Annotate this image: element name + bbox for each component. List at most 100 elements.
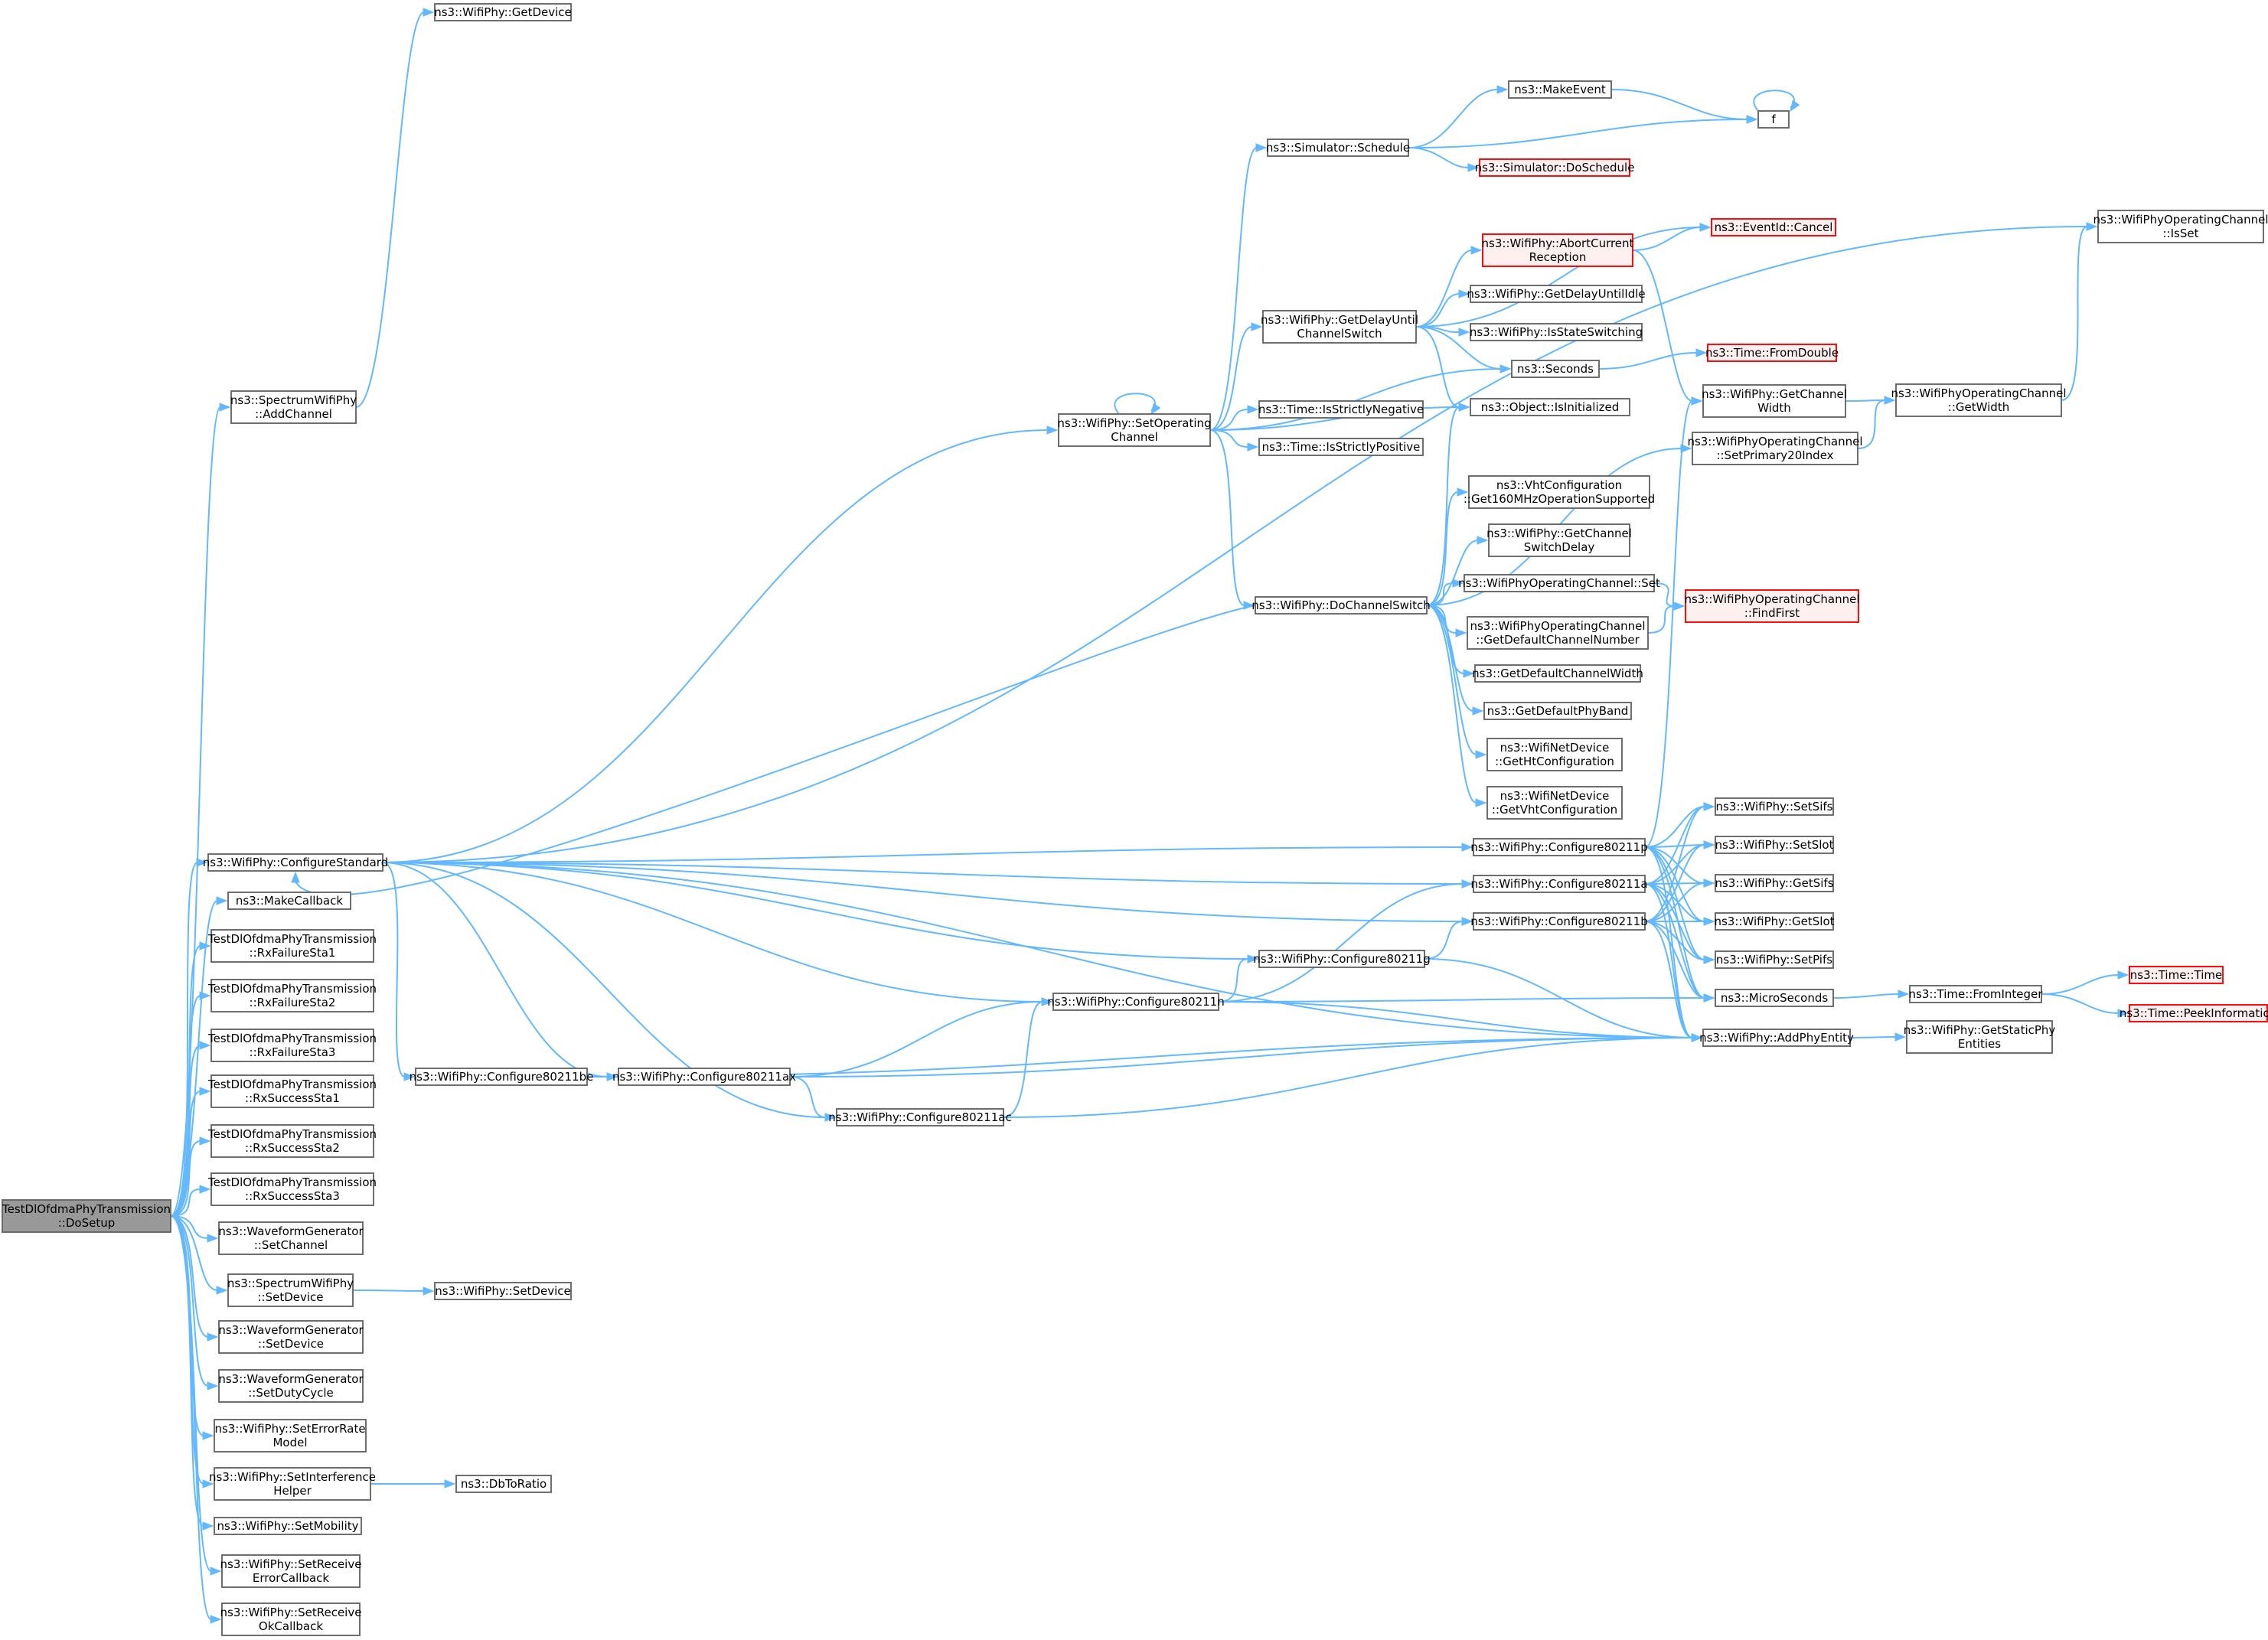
node-opIsSet[interactable]: ns3::WifiPhyOperatingChannel::IsSet: [2093, 210, 2268, 243]
node-microSeconds[interactable]: ns3::MicroSeconds: [1715, 989, 1834, 1007]
edge-configStd-to-cfg80211g: [382, 862, 1259, 963]
node-fromInteger[interactable]: ns3::Time::FromInteger: [1909, 985, 2044, 1003]
node-strictPos[interactable]: ns3::Time::IsStrictlyPositive: [1258, 438, 1424, 456]
node-label: TestDlOfdmaPhyTransmission: [207, 982, 377, 996]
node-box: [1715, 950, 1834, 969]
node-getVhtConf[interactable]: ns3::WifiNetDevice::GetVhtConfiguration: [1486, 786, 1623, 820]
node-configStd[interactable]: ns3::WifiPhy::ConfigureStandard: [203, 853, 388, 872]
node-label: Channel: [1111, 430, 1158, 444]
node-dbToRatio[interactable]: ns3::DbToRatio: [455, 1475, 552, 1493]
node-label: ns3::WifiPhy::SetReceive: [220, 1606, 362, 1619]
node-wpSetDevice[interactable]: ns3::WifiPhy::SetDevice: [434, 1282, 572, 1300]
node-spAddChannel[interactable]: ns3::SpectrumWifiPhy::AddChannel: [230, 390, 357, 424]
node-getSifs[interactable]: ns3::WifiPhy::GetSifs: [1715, 874, 1834, 892]
node-getSlot[interactable]: ns3::WifiPhy::GetSlot: [1714, 912, 1835, 931]
node-cfg80211be[interactable]: ns3::WifiPhy::Configure80211be: [410, 1068, 594, 1086]
node-box: [210, 929, 374, 963]
node-rxSucc3[interactable]: TestDlOfdmaPhyTransmission::RxSuccessSta…: [207, 1172, 377, 1206]
node-cfg80211g[interactable]: ns3::WifiPhy::Configure80211g: [1253, 950, 1431, 968]
node-label: TestDlOfdmaPhyTransmission: [207, 932, 377, 946]
node-opSet[interactable]: ns3::WifiPhyOperatingChannel::Set: [1458, 574, 1660, 592]
node-cfg80211p[interactable]: ns3::WifiPhy::Configure80211p: [1470, 838, 1648, 856]
node-label: ::SetPrimary20Index: [1716, 448, 1833, 462]
edge-cfg80211ac-to-cfg80211n: [1003, 997, 1053, 1118]
node-label: TestDlOfdmaPhyTransmission: [207, 1078, 377, 1091]
node-rxFail1[interactable]: TestDlOfdmaPhyTransmission::RxFailureSta…: [207, 929, 377, 963]
node-wgSetDevice[interactable]: ns3::WaveformGenerator::SetDevice: [218, 1320, 364, 1354]
node-label: ::GetWidth: [1948, 400, 2009, 414]
node-getDefChanNum[interactable]: ns3::WifiPhyOperatingChannel::GetDefault…: [1467, 616, 1649, 650]
node-getHtConf[interactable]: ns3::WifiNetDevice::GetHtConfiguration: [1486, 738, 1623, 771]
node-setMobility[interactable]: ns3::WifiPhy::SetMobility: [214, 1517, 362, 1535]
node-cfg80211a[interactable]: ns3::WifiPhy::Configure80211a: [1470, 875, 1648, 893]
node-doSchedule[interactable]: ns3::Simulator::DoSchedule: [1475, 158, 1635, 177]
node-seconds[interactable]: ns3::Seconds: [1511, 360, 1600, 378]
node-label: ns3::WifiPhy::GetSifs: [1715, 876, 1833, 890]
node-strictNeg[interactable]: ns3::Time::IsStrictlyNegative: [1258, 400, 1424, 419]
node-makeCallback[interactable]: ns3::MakeCallback: [227, 892, 351, 910]
node-setSifs[interactable]: ns3::WifiPhy::SetSifs: [1715, 797, 1834, 816]
node-eventCancel[interactable]: ns3::EventId::Cancel: [1711, 218, 1836, 236]
node-wgSetDuty[interactable]: ns3::WaveformGenerator::SetDutyCycle: [218, 1369, 364, 1403]
edge-cfg80211b-to-setPifs: [1644, 921, 1715, 964]
node-cfg80211ax[interactable]: ns3::WifiPhy::Configure80211ax: [612, 1068, 796, 1086]
node-box: [230, 390, 357, 424]
node-label: ns3::Time::FromInteger: [1909, 987, 2044, 1001]
node-label: ns3::WifiPhyOperatingChannel: [1891, 386, 2066, 400]
node-cfg80211n[interactable]: ns3::WifiPhy::Configure80211n: [1047, 993, 1225, 1011]
node-isInitialized[interactable]: ns3::Object::IsInitialized: [1470, 398, 1630, 416]
call-edges: [170, 8, 2129, 1624]
node-cfg80211b[interactable]: ns3::WifiPhy::Configure80211b: [1470, 912, 1648, 931]
node-f[interactable]: f: [1757, 110, 1790, 129]
node-label: ::RxFailureSta1: [250, 946, 336, 960]
node-box: [1470, 323, 1643, 341]
node-setPifs[interactable]: ns3::WifiPhy::SetPifs: [1715, 950, 1834, 969]
node-schedule[interactable]: ns3::Simulator::Schedule: [1266, 139, 1410, 157]
node-cfg80211ac[interactable]: ns3::WifiPhy::Configure80211ac: [828, 1108, 1012, 1126]
node-peekInfo[interactable]: ns3::Time::PeekInformation: [2120, 1004, 2268, 1022]
node-rxSucc2[interactable]: TestDlOfdmaPhyTransmission::RxSuccessSta…: [207, 1124, 377, 1158]
node-getDefPhyBand[interactable]: ns3::GetDefaultPhyBand: [1483, 702, 1632, 720]
node-addPhyEntity[interactable]: ns3::WifiPhy::AddPhyEntity: [1699, 1029, 1854, 1047]
node-timeTime[interactable]: ns3::Time::Time: [2129, 966, 2224, 984]
node-label: ns3::WifiPhy::SetPifs: [1716, 953, 1832, 967]
node-setPrimary20[interactable]: ns3::WifiPhyOperatingChannel::SetPrimary…: [1687, 432, 1863, 465]
node-label: ns3::DbToRatio: [461, 1477, 547, 1491]
node-getDevice[interactable]: ns3::WifiPhy::GetDevice: [434, 3, 572, 21]
node-fromDouble[interactable]: ns3::Time::FromDouble: [1705, 344, 1839, 362]
node-getDefChanWidth[interactable]: ns3::GetDefaultChannelWidth: [1472, 664, 1643, 683]
node-label: ns3::WifiPhy::SetDevice: [435, 1284, 570, 1298]
node-label: ns3::Seconds: [1517, 362, 1594, 376]
node-label: ns3::SpectrumWifiPhy: [227, 1276, 354, 1290]
node-label: ::RxFailureSta2: [250, 996, 336, 1009]
node-label: Reception: [1529, 250, 1587, 264]
edge-cfg80211p-to-getChanWidth: [1644, 396, 1703, 848]
node-box: [207, 853, 383, 872]
node-setSlot[interactable]: ns3::WifiPhy::SetSlot: [1715, 836, 1834, 854]
node-doChanSwitch[interactable]: ns3::WifiPhy::DoChannelSwitch: [1251, 596, 1431, 615]
node-rxSucc1[interactable]: TestDlOfdmaPhyTransmission::RxSuccessSta…: [207, 1074, 377, 1108]
node-getDelayIdle[interactable]: ns3::WifiPhy::GetDelayUntilIdle: [1467, 285, 1646, 303]
node-opGetWidth[interactable]: ns3::WifiPhyOperatingChannel::GetWidth: [1891, 383, 2067, 417]
node-findFirst[interactable]: ns3::WifiPhyOperatingChannel::FindFirst: [1684, 589, 1860, 623]
edge-root-to-setRecvOk: [170, 1215, 222, 1624]
node-vht160[interactable]: ns3::VhtConfiguration::Get160MHzOperatio…: [1464, 475, 1655, 509]
node-rxFail3[interactable]: TestDlOfdmaPhyTransmission::RxFailureSta…: [207, 1029, 377, 1062]
node-isStateSwitching[interactable]: ns3::WifiPhy::IsStateSwitching: [1470, 323, 1643, 341]
node-spSetDevice[interactable]: ns3::SpectrumWifiPhy::SetDevice: [227, 1273, 354, 1307]
node-rxFail2[interactable]: TestDlOfdmaPhyTransmission::RxFailureSta…: [207, 979, 377, 1012]
node-wgSetChannel[interactable]: ns3::WaveformGenerator::SetChannel: [218, 1221, 364, 1255]
node-root[interactable]: TestDlOfdmaPhyTransmission::DoSetup: [2, 1199, 171, 1233]
edge-cfg80211n-to-addPhyEntity: [1218, 1001, 1703, 1042]
node-makeEvent[interactable]: ns3::MakeEvent: [1508, 80, 1612, 99]
